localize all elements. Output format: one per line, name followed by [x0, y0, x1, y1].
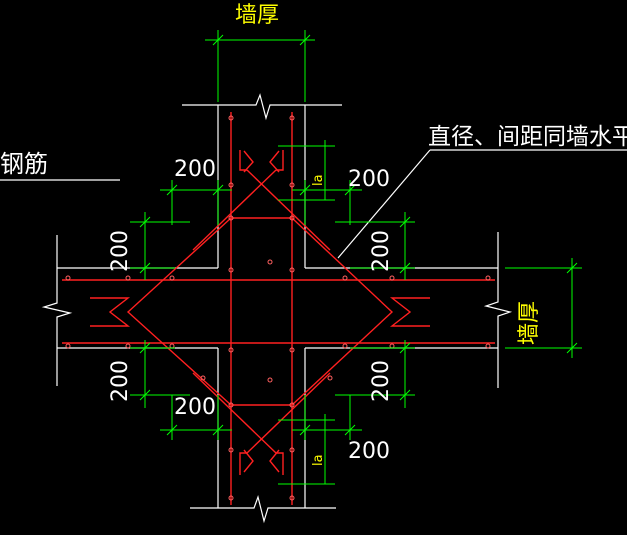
- rebar-label: 钢筋: [0, 150, 48, 178]
- rebar-section-dots: [65, 115, 491, 501]
- dim-upper-left-horizontal: 200: [174, 157, 216, 182]
- dim-lower-left-vertical: 200: [108, 360, 133, 402]
- wall-thickness-label-top: 墙厚: [235, 3, 279, 28]
- wall-thickness-label-right: 墙厚: [517, 301, 542, 345]
- dimension-lines: [130, 30, 582, 485]
- dim-upper-right-horizontal: 200: [348, 167, 390, 192]
- dim-lower-left-horizontal: 200: [174, 395, 216, 420]
- rebar-note: 直径、间距同墙水平钢: [428, 124, 627, 150]
- anchor-length-top: la: [311, 174, 326, 186]
- anchor-length-bottom: la: [311, 454, 326, 466]
- dim-upper-right-vertical: 200: [369, 230, 394, 272]
- rebar: [62, 112, 495, 505]
- dim-upper-left-vertical: 200: [108, 230, 133, 272]
- dim-lower-right-vertical: 200: [369, 360, 394, 402]
- dim-lower-right-horizontal: 200: [348, 439, 390, 464]
- wall-outline: [0, 93, 627, 524]
